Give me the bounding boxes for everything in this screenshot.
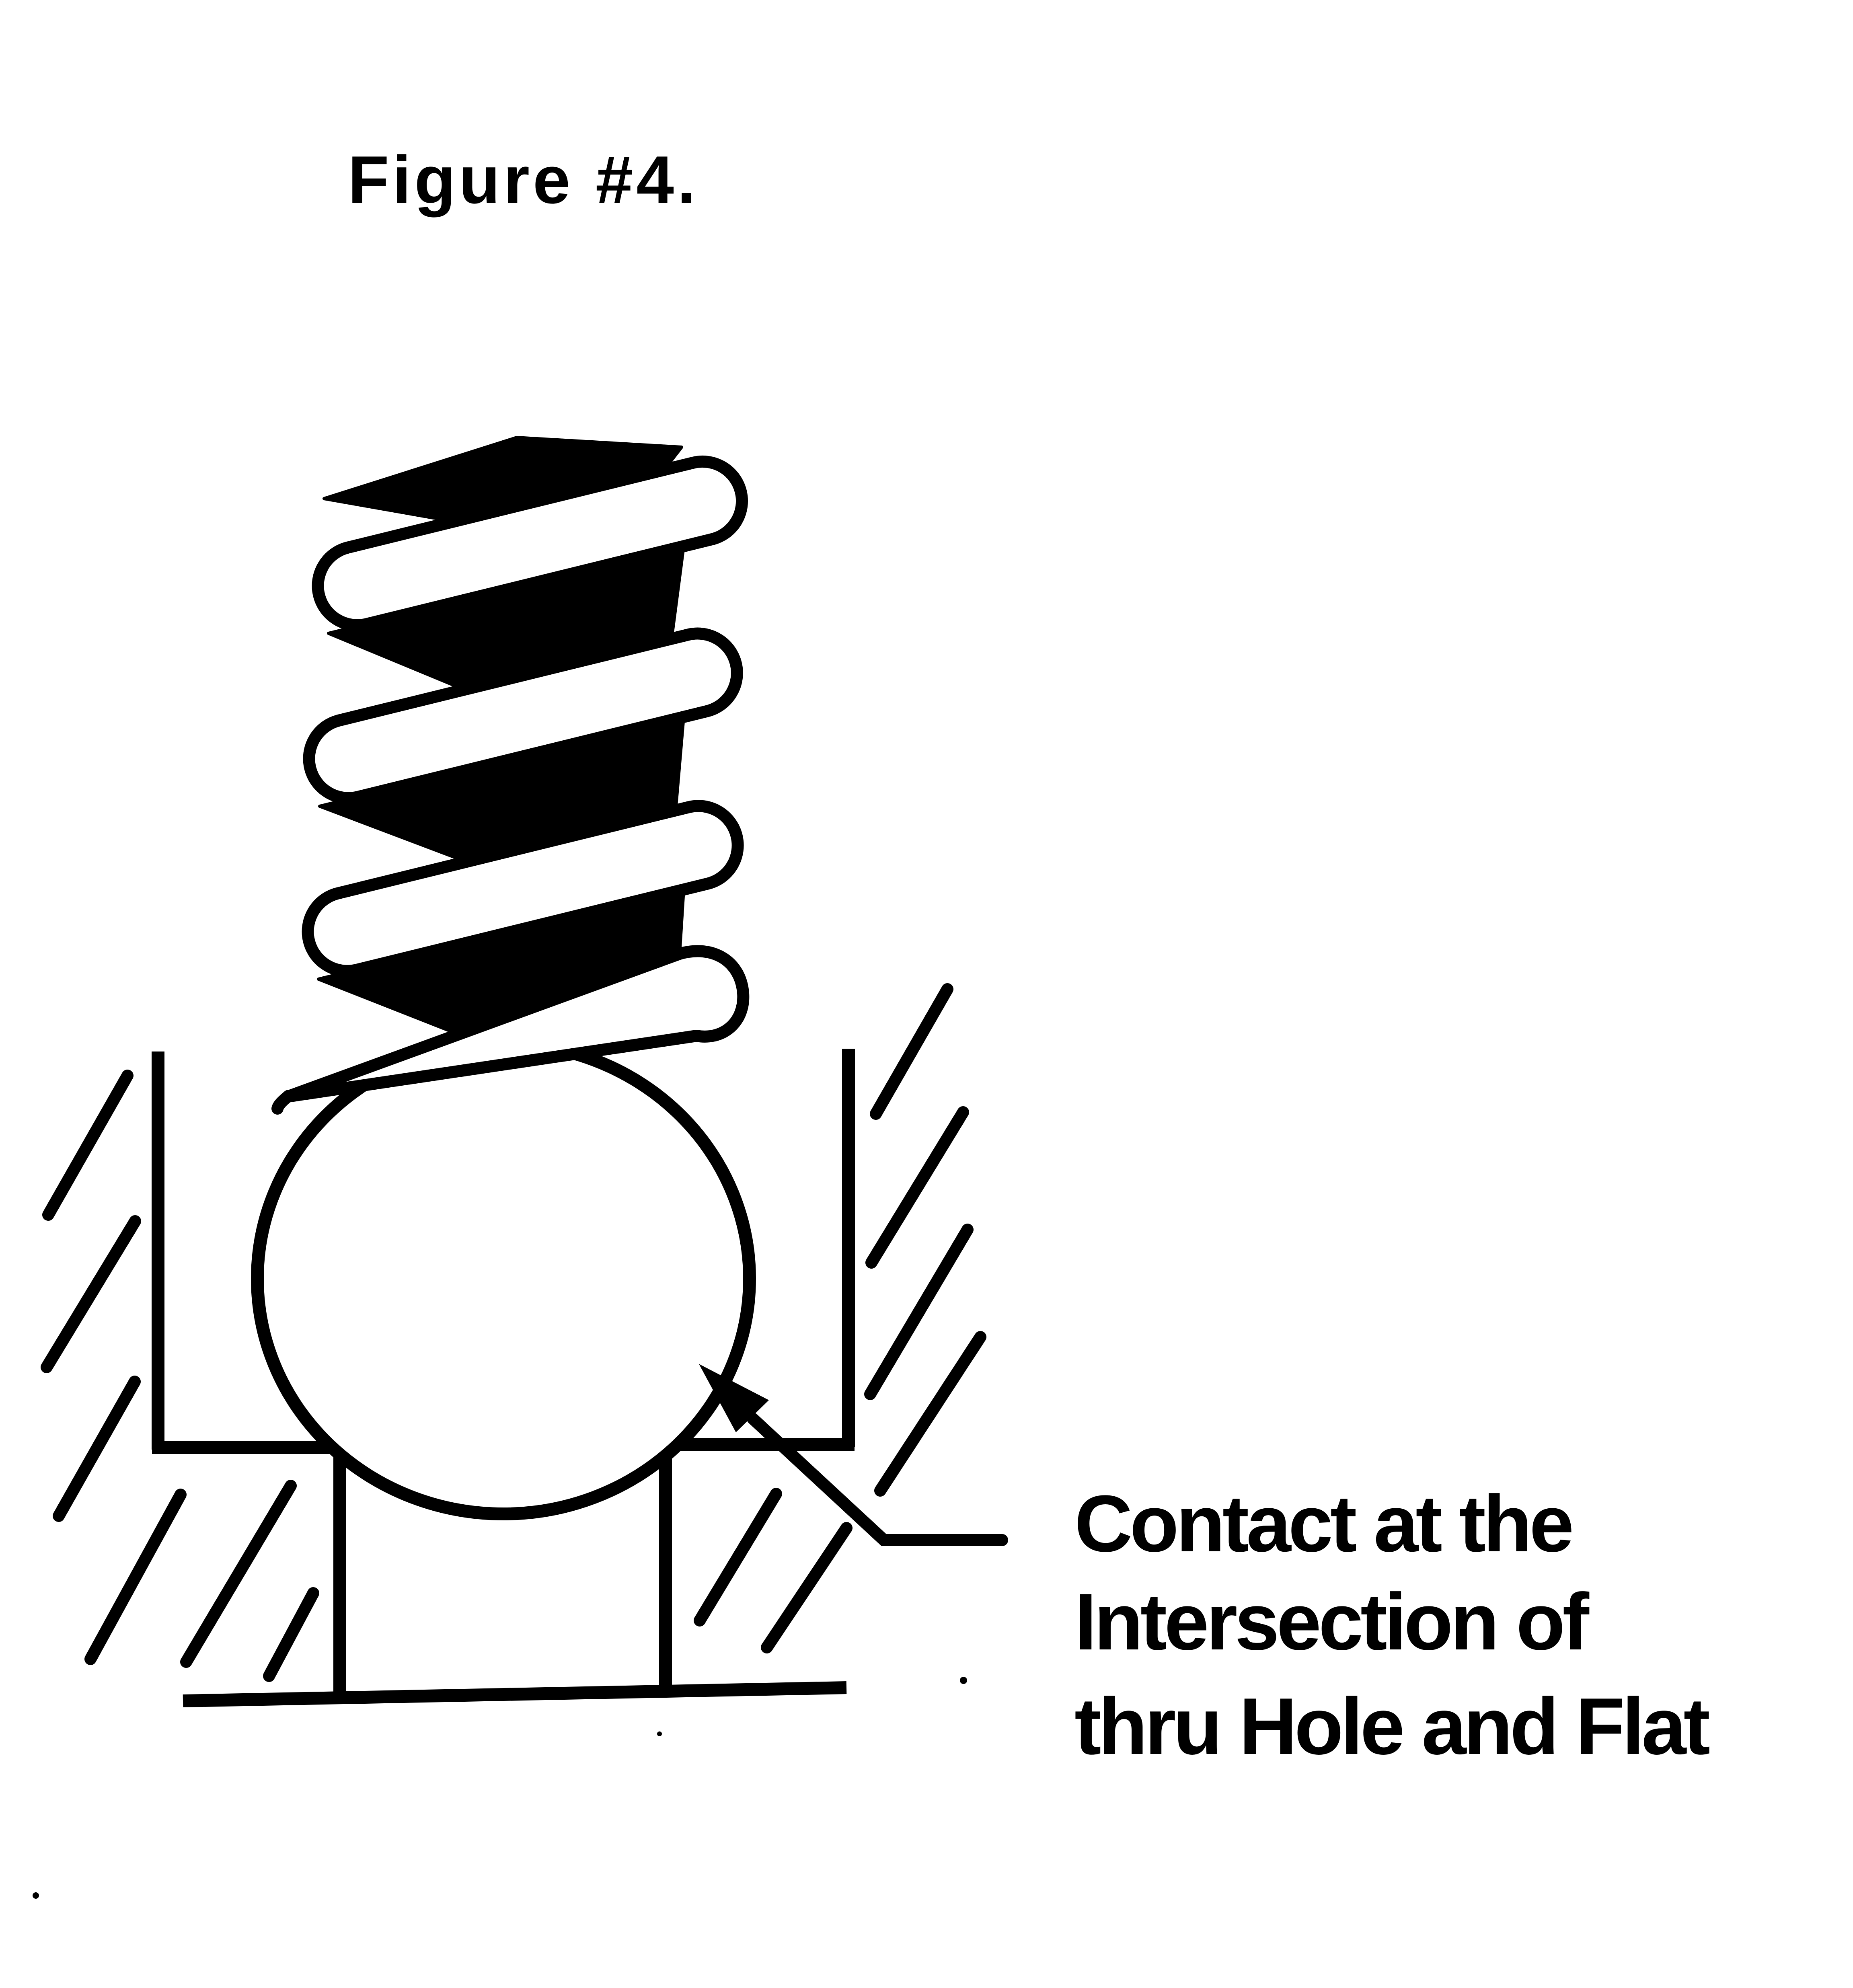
callout-line-2: Intersection of (1074, 1577, 1589, 1667)
hatch-line (263, 1587, 319, 1682)
scan-speck (960, 1677, 967, 1684)
hatch-line (874, 1331, 986, 1497)
spring-wire-tip (271, 1090, 295, 1115)
spring-front-coil-3 (302, 800, 744, 977)
scan-speck (657, 1731, 662, 1736)
leader-line (747, 1413, 1008, 1546)
spring-front-coil-2 (303, 627, 743, 804)
hatch-line (42, 1070, 134, 1221)
figure-title: Figure #4. (348, 142, 699, 218)
hatch-line (864, 1224, 974, 1400)
spring-closed-end-coil (282, 945, 750, 1103)
hatch-line (84, 1489, 187, 1665)
hatch-line (865, 1106, 969, 1269)
hatch-line (180, 1480, 297, 1668)
hatch-line (761, 1522, 853, 1653)
leader-arrow (699, 1364, 1008, 1546)
callout-line-1: Contact at the (1074, 1479, 1572, 1569)
section-hatching (41, 983, 986, 1682)
valve-body-outline (152, 1049, 855, 1707)
hatch-line (41, 1215, 141, 1373)
body-bottom-edge (183, 1681, 847, 1707)
contact-callout: Contact at the Intersection of thru Hole… (1074, 1479, 1712, 1771)
hatch-line (870, 983, 953, 1120)
hatch-line (53, 1376, 141, 1522)
hatch-line (694, 1488, 782, 1627)
spring-back-coil-1 (323, 436, 683, 523)
arrowhead-icon (699, 1364, 769, 1432)
ball (251, 1037, 756, 1520)
compression-spring (271, 436, 750, 1115)
callout-line-3: thru Hole and Flat (1074, 1682, 1709, 1771)
spring-front-coil-1 (312, 455, 748, 631)
scan-speck (33, 1892, 39, 1899)
